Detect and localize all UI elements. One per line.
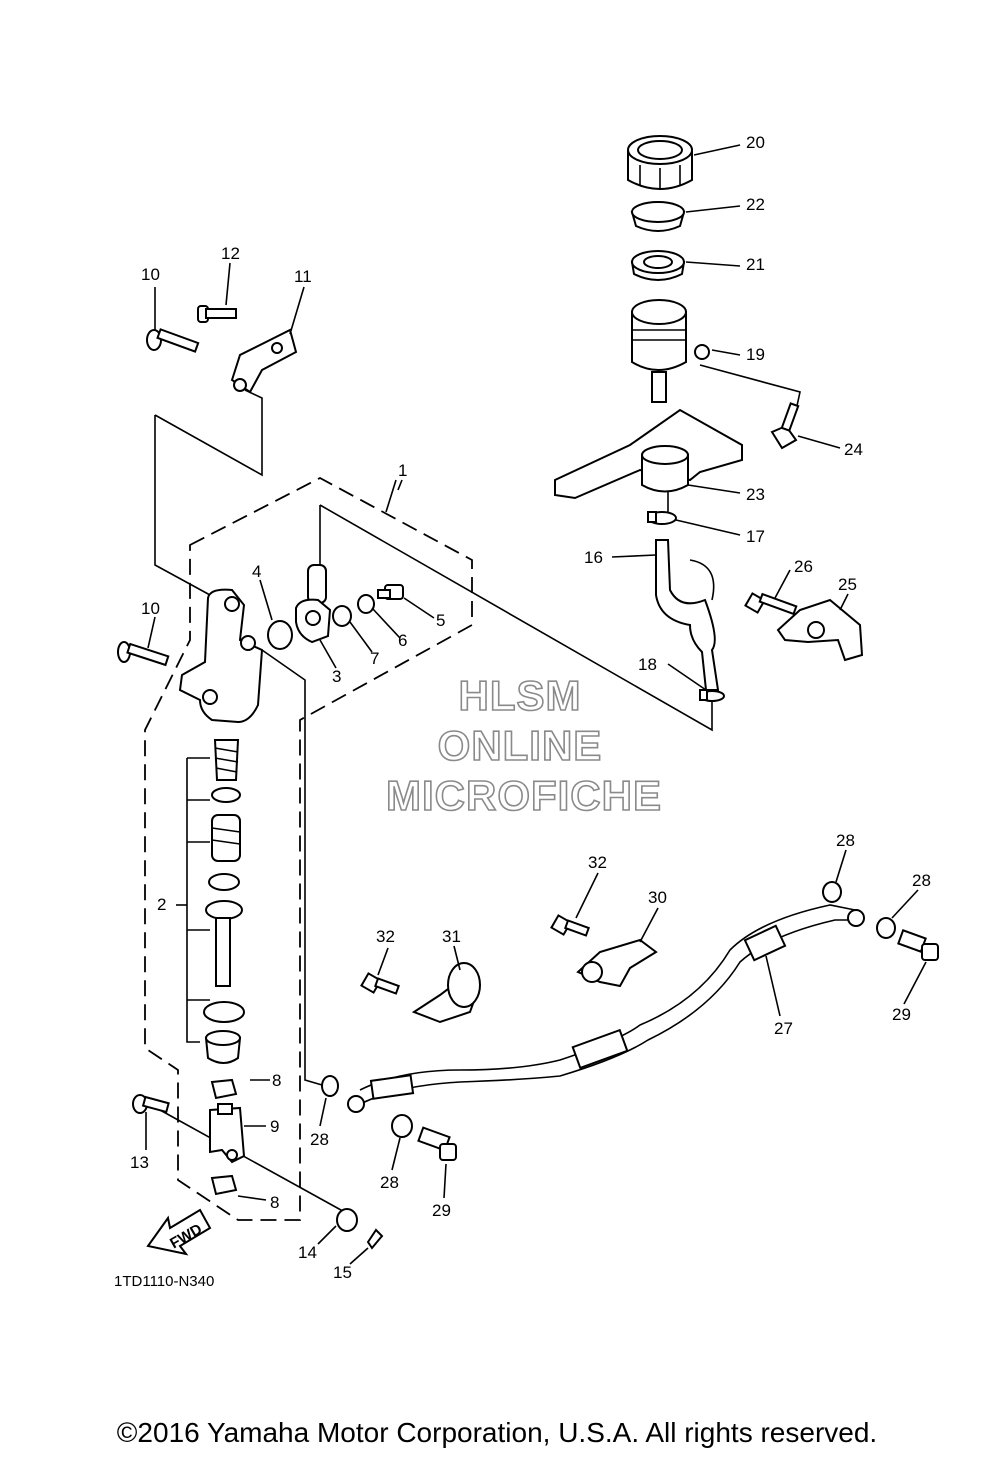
callout-6: 6 [398, 631, 407, 650]
callout-19: 19 [746, 345, 765, 364]
hose-clamp-30 [576, 938, 658, 988]
pin-13 [132, 1094, 170, 1114]
callout-13: 13 [130, 1153, 149, 1172]
callout-4: 4 [252, 562, 261, 581]
callout-29-lower: 29 [432, 1201, 451, 1220]
callout-8-upper: 8 [272, 1071, 281, 1090]
callout-28-a: 28 [310, 1130, 329, 1149]
cotter-pin-15 [366, 1228, 384, 1250]
watermark-line3: MICROFICHE [386, 772, 662, 819]
callout-2: 2 [157, 895, 166, 914]
watermark-line1: HLSM [459, 672, 582, 719]
callout-28-c: 28 [836, 831, 855, 850]
callout-10-upper: 10 [141, 265, 160, 284]
washer-6 [357, 594, 375, 614]
callout-18: 18 [638, 655, 657, 674]
callout-22: 22 [746, 195, 765, 214]
callout-28-b: 28 [380, 1173, 399, 1192]
callout-16: 16 [584, 548, 603, 567]
copyright-notice: ©2016 Yamaha Motor Corporation, U.S.A. A… [117, 1417, 877, 1448]
diaphragm-plate-22 [630, 201, 686, 232]
bolt-12 [197, 305, 237, 323]
callout-10-lower: 10 [141, 599, 160, 618]
bolt-26 [744, 592, 798, 616]
nut-8-lower [210, 1174, 238, 1196]
callout-7: 7 [370, 649, 379, 668]
callouts: 1 2 3 4 5 6 7 8 8 9 10 10 11 12 13 14 15… [130, 133, 931, 1282]
bolt-32-left [360, 972, 400, 995]
master-cylinder-body [178, 588, 264, 724]
bracket-11 [230, 328, 298, 394]
bolt-24 [770, 402, 800, 450]
brake-hose-27 [347, 904, 865, 1113]
callout-12: 12 [221, 244, 240, 263]
bolt-10-lower [117, 641, 170, 667]
callout-32-left: 32 [376, 927, 395, 946]
callout-lines [145, 144, 927, 1265]
callout-5: 5 [436, 611, 445, 630]
callout-1: 1 [398, 461, 407, 480]
fwd-arrow-icon: FWD [146, 1208, 212, 1256]
callout-27: 27 [774, 1019, 793, 1038]
washer-28-b [391, 1114, 413, 1138]
washer-28-d [876, 917, 896, 939]
reservoir-19 [631, 299, 710, 403]
union-bolt-29-lower [417, 1126, 457, 1161]
bolt-10-upper [146, 328, 200, 353]
callout-14: 14 [298, 1243, 317, 1262]
washer-28-c [822, 881, 842, 903]
callout-15: 15 [333, 1263, 352, 1282]
callout-11: 11 [294, 267, 312, 286]
reservoir-cap-20 [627, 135, 693, 190]
piston-kit-2 [203, 739, 245, 1064]
diaphragm-21 [630, 250, 686, 281]
callout-20: 20 [746, 133, 765, 152]
callout-17: 17 [746, 527, 765, 546]
callout-29-upper: 29 [892, 1005, 911, 1024]
bolt-32-right [550, 914, 590, 937]
washer-14 [336, 1208, 358, 1232]
callout-30: 30 [648, 888, 667, 907]
callout-21: 21 [746, 255, 765, 274]
leader-lines [154, 364, 801, 1216]
diagram-code: 1TD1110-N340 [114, 1273, 214, 1290]
callout-24: 24 [844, 440, 863, 459]
callout-25: 25 [838, 575, 857, 594]
callout-23: 23 [746, 485, 765, 504]
guide-25 [776, 598, 864, 662]
callout-9: 9 [270, 1117, 279, 1136]
callout-26: 26 [794, 557, 813, 576]
o-ring-4 [267, 620, 293, 650]
nut-8-upper [210, 1078, 238, 1100]
washer-28-a [321, 1075, 339, 1097]
callout-31: 31 [442, 927, 461, 946]
assembly-boundary-1 [144, 476, 473, 1221]
hose-clip-18 [699, 689, 725, 702]
callout-28-d: 28 [912, 871, 931, 890]
union-bolt-29-upper [897, 929, 939, 961]
callout-3: 3 [332, 667, 341, 686]
hose-clip-17 [647, 511, 677, 525]
hose-joint-3 [295, 564, 332, 644]
watermark: HLSM ONLINE MICROFICHE [385, 671, 662, 820]
reservoir-hose-16 [655, 539, 720, 691]
reservoir-bracket-23 [554, 408, 743, 500]
hose-clamp-31 [411, 962, 481, 1024]
clevis-9 [209, 1103, 246, 1164]
callout-32-right: 32 [588, 853, 607, 872]
washer-7 [332, 605, 352, 627]
callout-8-lower: 8 [270, 1193, 279, 1212]
bolt-5 [377, 584, 404, 600]
watermark-line2: ONLINE [438, 722, 603, 769]
